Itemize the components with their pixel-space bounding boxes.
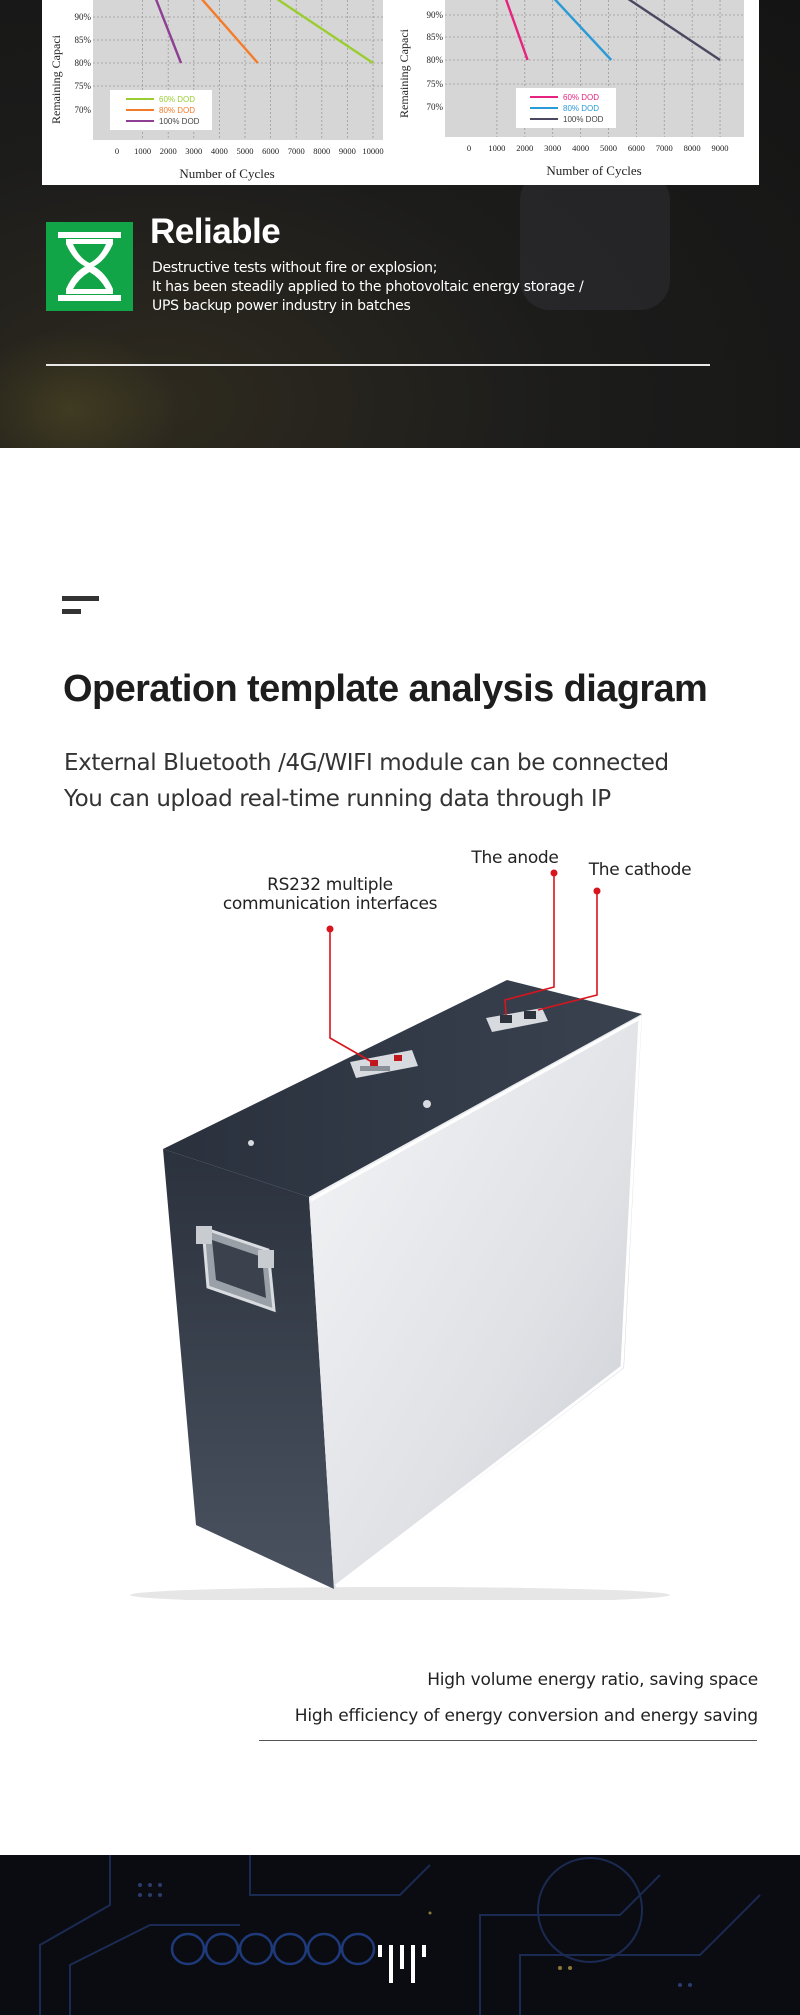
subtitle-line: External Bluetooth /4G/WIFI module can b… bbox=[64, 750, 669, 776]
callout-dot bbox=[550, 869, 558, 877]
reliable-title: Reliable bbox=[150, 212, 281, 251]
callout-text: communication interfaces bbox=[222, 894, 438, 914]
legend-entry: 100% DOD bbox=[159, 117, 200, 126]
x-tick-label: 5000 bbox=[600, 143, 617, 153]
divider bbox=[46, 364, 710, 366]
x-tick-label: 0 bbox=[467, 143, 471, 153]
y-tick-label: 85% bbox=[75, 35, 92, 45]
cycle-life-chart-left: 90% 85% 80% 75% 70% 0 1000 2000 3000 4000 5000 600… bbox=[49, 0, 384, 181]
y-tick-label: 75% bbox=[75, 81, 92, 91]
chart-legend: 60% DOD 80% DOD 100% DOD bbox=[516, 88, 616, 128]
reliable-description: Destructive tests without fire or explos… bbox=[152, 259, 584, 316]
x-tick-label: 7000 bbox=[288, 146, 305, 156]
y-axis-label: Remaining Capaci bbox=[49, 34, 63, 124]
series-lines bbox=[504, 0, 721, 61]
x-tick-label: 5000 bbox=[237, 146, 254, 156]
series-line bbox=[200, 0, 259, 64]
battery-handle bbox=[196, 1225, 276, 1313]
y-tick-label: 85% bbox=[427, 32, 444, 42]
y-tick-label: 80% bbox=[427, 55, 444, 65]
y-tick-label: 90% bbox=[75, 12, 92, 22]
y-tick-labels: 90% 85% 80% 75% 70% bbox=[75, 12, 92, 115]
background-decoration bbox=[520, 170, 670, 310]
reliable-section: 90% 85% 80% 75% 70% 0 1000 2000 3000 4000 5000 600… bbox=[0, 0, 800, 448]
subtitle-line: You can upload real-time running data th… bbox=[64, 786, 611, 812]
y-axis-label: Remaining Capaci bbox=[397, 28, 411, 118]
x-tick-label: 10000 bbox=[362, 146, 383, 156]
x-tick-label: 3000 bbox=[544, 143, 561, 153]
x-tick-label: 1000 bbox=[134, 146, 151, 156]
callout-lines bbox=[329, 873, 598, 1063]
callout-label-anode: The anode bbox=[471, 848, 559, 868]
x-tick-label: 7000 bbox=[656, 143, 673, 153]
series-line bbox=[504, 0, 529, 61]
section-subtitle: External Bluetooth /4G/WIFI module can b… bbox=[64, 745, 669, 817]
x-tick-label: 9000 bbox=[712, 143, 729, 153]
series-line bbox=[553, 0, 613, 61]
y-tick-labels: 90% 85% 80% 75% 70% bbox=[427, 10, 444, 112]
y-tick-label: 70% bbox=[427, 102, 444, 112]
x-tick-label: 4000 bbox=[572, 143, 589, 153]
legend-entry: 80% DOD bbox=[159, 106, 195, 115]
x-tick-label: 1000 bbox=[488, 143, 505, 153]
battery-top-face bbox=[163, 980, 642, 1197]
battery-front-face bbox=[309, 1014, 642, 1589]
legend-entry: 60% DOD bbox=[159, 95, 195, 104]
background-decoration bbox=[0, 330, 180, 448]
battery-side-face bbox=[163, 1149, 334, 1589]
grid-lines bbox=[445, 0, 744, 137]
anode-cathode-terminals bbox=[486, 1008, 548, 1032]
divider bbox=[259, 1740, 757, 1741]
x-tick-label: 3000 bbox=[185, 146, 202, 156]
series-line bbox=[276, 0, 374, 64]
legend-entry: 60% DOD bbox=[563, 93, 599, 102]
y-tick-label: 75% bbox=[427, 79, 444, 89]
series-line bbox=[155, 0, 183, 64]
y-tick-label: 70% bbox=[75, 105, 92, 115]
callout-dot bbox=[326, 925, 334, 933]
callout-label-cathode: The cathode bbox=[588, 860, 692, 880]
legend-entry: 100% DOD bbox=[563, 115, 604, 124]
y-tick-label: 90% bbox=[427, 10, 444, 20]
reliable-line: UPS backup power industry in batches bbox=[152, 298, 411, 314]
x-tick-labels: 0 1000 2000 3000 4000 5000 6000 7000 8000 9000 bbox=[467, 143, 729, 153]
circuit-ring-row bbox=[170, 1932, 376, 1966]
x-tick-label: 4000 bbox=[211, 146, 228, 156]
callout-dot bbox=[593, 887, 601, 895]
reliable-line: Destructive tests without fire or explos… bbox=[152, 260, 438, 276]
series-lines bbox=[155, 0, 374, 64]
section-title: Operation template analysis diagram bbox=[63, 668, 708, 710]
chart-legend: 60% DOD 80% DOD 100% DOD bbox=[110, 90, 212, 130]
cycle-life-chart-right: 90% 85% 80% 75% 70% 0 1000 2000 3000 4000 5000 600… bbox=[397, 0, 744, 178]
hourglass-icon bbox=[46, 222, 133, 311]
battery-module-illustration bbox=[130, 869, 670, 1600]
x-tick-labels: 0 1000 2000 3000 4000 5000 6000 7000 8000 9000 100… bbox=[115, 146, 384, 156]
y-tick-label: 80% bbox=[75, 58, 92, 68]
feature-line: High efficiency of energy conversion and… bbox=[294, 1706, 758, 1726]
x-axis-label: Number of Cycles bbox=[546, 163, 641, 178]
footer-circuit-banner bbox=[0, 1855, 800, 2015]
callout-text: RS232 multiple bbox=[267, 875, 393, 895]
x-tick-label: 8000 bbox=[313, 146, 330, 156]
x-axis-label: Number of Cycles bbox=[179, 166, 274, 181]
cycle-life-charts-panel: 90% 85% 80% 75% 70% 0 1000 2000 3000 4000 5000 600… bbox=[42, 0, 759, 185]
feature-line: High volume energy ratio, saving space bbox=[427, 1670, 758, 1690]
rs232-ports bbox=[350, 1050, 418, 1078]
x-tick-label: 2000 bbox=[516, 143, 533, 153]
series-line bbox=[627, 0, 721, 61]
x-tick-label: 0 bbox=[115, 146, 119, 156]
x-tick-label: 2000 bbox=[160, 146, 177, 156]
logo-mark-icon bbox=[378, 1945, 426, 1983]
callout-label-rs232: RS232 multiple communication interfaces bbox=[200, 876, 460, 914]
x-tick-label: 6000 bbox=[262, 146, 279, 156]
legend-entry: 80% DOD bbox=[563, 104, 599, 113]
x-tick-label: 6000 bbox=[628, 143, 645, 153]
x-tick-label: 8000 bbox=[684, 143, 701, 153]
x-tick-label: 9000 bbox=[339, 146, 356, 156]
reliable-line: It has been steadily applied to the phot… bbox=[152, 279, 584, 295]
